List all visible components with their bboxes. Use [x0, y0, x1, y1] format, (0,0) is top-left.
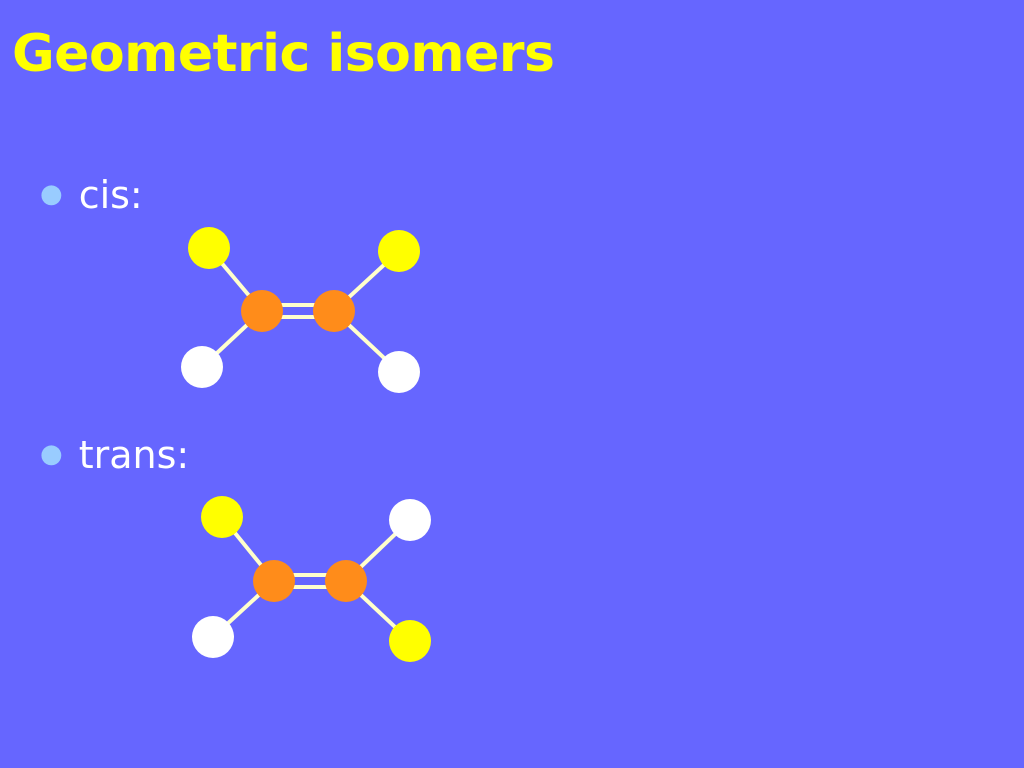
bullet-cis-label: cis: — [78, 173, 143, 217]
bullet-dot-icon: ● — [40, 179, 63, 209]
carbon-atom-left — [253, 560, 295, 602]
carbon-atom-right — [313, 290, 355, 332]
bullet-trans-label: trans: — [78, 433, 190, 477]
carbon-atom-left — [241, 290, 283, 332]
carbon-atom-right — [325, 560, 367, 602]
cis-molecule — [181, 227, 420, 393]
atom-top-left — [201, 496, 243, 538]
atom-bottom-left — [181, 346, 223, 388]
bullet-cis: ● cis: — [40, 176, 143, 214]
atom-top-left — [188, 227, 230, 269]
atom-bottom-right — [378, 351, 420, 393]
slide-title: Geometric isomers — [12, 24, 555, 84]
atom-bottom-right — [389, 620, 431, 662]
trans-molecule — [192, 496, 431, 662]
atom-top-right — [378, 230, 420, 272]
bullet-trans: ● trans: — [40, 436, 189, 474]
atom-bottom-left — [192, 616, 234, 658]
bullet-dot-icon: ● — [40, 439, 63, 469]
atom-top-right — [389, 499, 431, 541]
